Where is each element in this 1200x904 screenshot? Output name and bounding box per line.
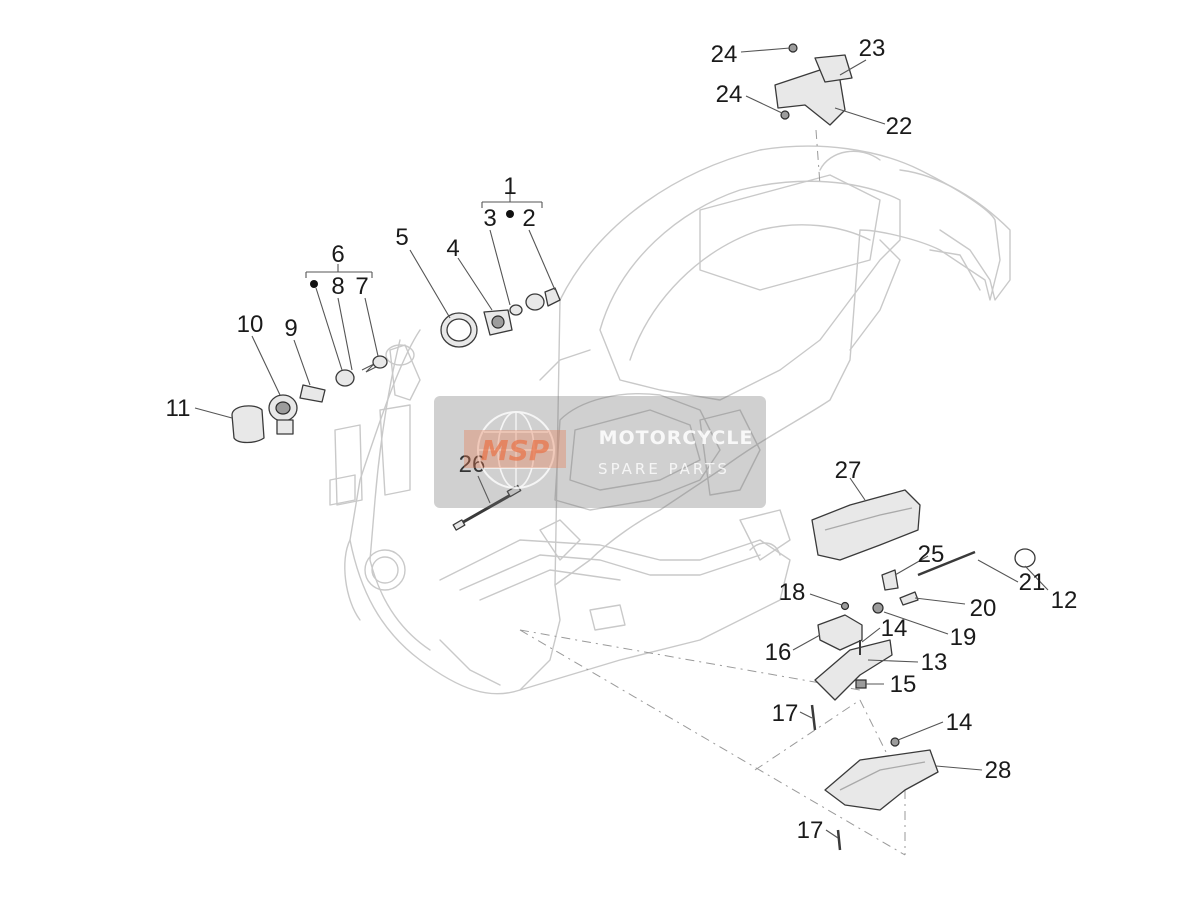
label-15: 15 [890, 671, 917, 698]
glovebox-parts-group [810, 489, 1036, 851]
watermark-logo-text: MSP [481, 434, 550, 467]
label-17-lower: 17 [797, 817, 824, 844]
label-22: 22 [886, 113, 913, 140]
label-11: 11 [166, 395, 191, 422]
label-12: 12 [1051, 587, 1078, 614]
label-19: 19 [950, 624, 977, 651]
label-3: 3 [483, 205, 496, 232]
watermark-line-1: MOTORCYCLE [599, 427, 754, 449]
label-7: 7 [355, 273, 368, 300]
label-16: 16 [765, 639, 792, 666]
label-6: 6 [331, 241, 344, 268]
label-8: 8 [331, 273, 344, 300]
label-18: 18 [779, 579, 806, 606]
label-24-upper: 24 [711, 41, 738, 68]
label-20: 20 [970, 595, 997, 622]
label-17-upper: 17 [772, 700, 799, 727]
label-13: 13 [921, 649, 948, 676]
bullet-marker [310, 280, 318, 288]
label-4: 4 [446, 235, 459, 262]
part-labels: 1 2 3 4 5 6 7 8 9 10 11 12 13 14 14 15 1… [166, 35, 1078, 844]
assembly-lines [519, 129, 906, 856]
cable-26 [452, 484, 522, 531]
bullet-marker [506, 210, 514, 218]
scooter-frame [329, 145, 1011, 695]
label-10: 10 [237, 311, 264, 338]
watermark: MSP MOTORCYCLE SPARE PARTS [434, 396, 766, 508]
label-25: 25 [918, 541, 945, 568]
watermark-logo-box [464, 430, 566, 468]
hinge-bracket-group [774, 43, 853, 126]
leader-lines [194, 47, 1049, 839]
globe-icon [477, 411, 555, 489]
label-28: 28 [985, 757, 1012, 784]
label-21: 21 [1019, 569, 1046, 596]
label-23: 23 [859, 35, 886, 62]
label-2: 2 [522, 205, 535, 232]
watermark-line-2: SPARE PARTS [598, 460, 730, 478]
label-1: 1 [503, 173, 516, 200]
watermark-background [434, 396, 766, 508]
label-5: 5 [395, 224, 408, 251]
label-9: 9 [284, 315, 297, 342]
label-14-upper: 14 [881, 615, 908, 642]
label-14-lower: 14 [946, 709, 973, 736]
label-24-lower: 24 [716, 81, 743, 108]
lock-parts-group [231, 287, 561, 444]
label-27: 27 [835, 457, 862, 484]
